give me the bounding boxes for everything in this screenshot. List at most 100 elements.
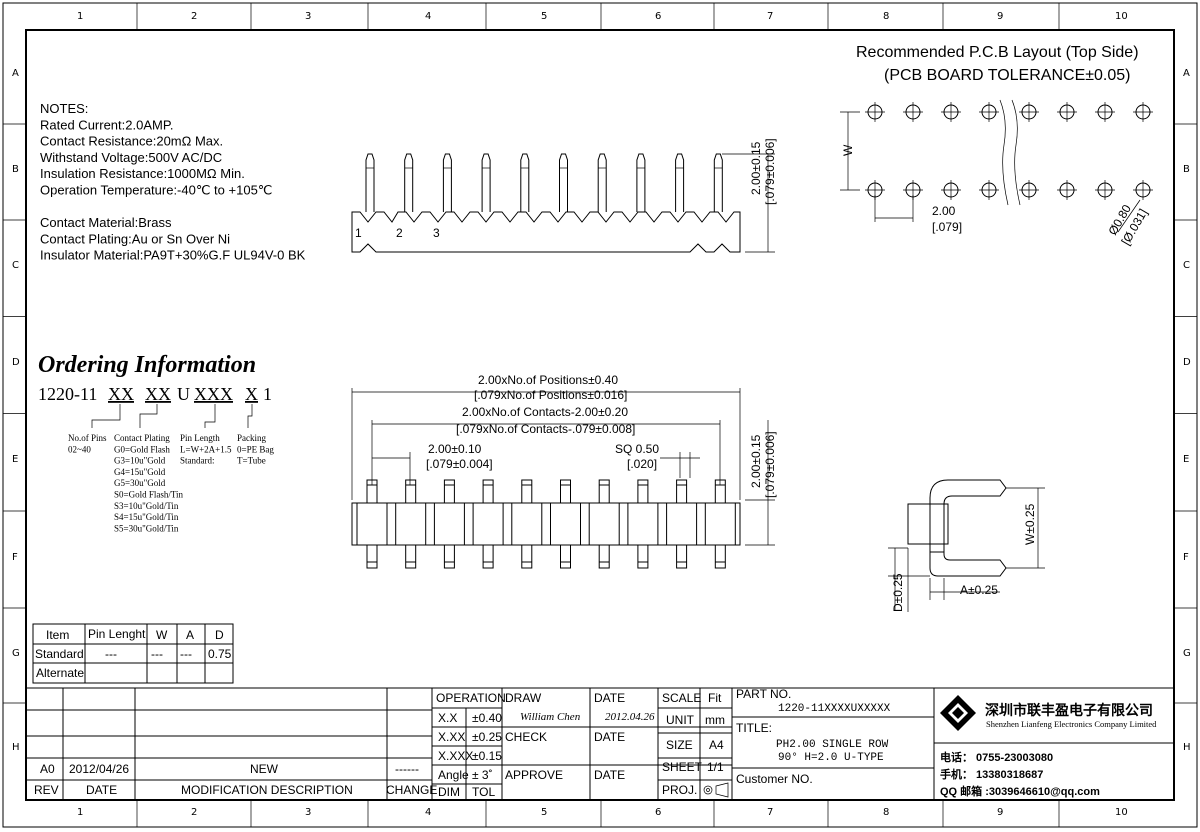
revision-change: ------	[395, 762, 419, 776]
zone-col-label: 6	[655, 807, 661, 818]
plating-legend-line: S4=15u"Gold/Tin	[114, 512, 179, 522]
notes-line: Withstand Voltage:500V AC/DC	[40, 150, 222, 165]
front-insulator	[351, 502, 741, 546]
packing-legend-line: T=Tube	[237, 456, 266, 466]
zone-row-label: B	[12, 164, 19, 175]
notes-block: NOTES:Rated Current:2.0AMP.Contact Resis…	[40, 101, 306, 263]
front-pin	[637, 479, 649, 569]
code-part-packing: X	[245, 384, 258, 404]
front-cell	[433, 502, 465, 546]
notes-line: Insulator Material:PA9T+30%G.F UL94V-0 B…	[40, 248, 306, 263]
proj-label: PROJ.	[662, 783, 697, 797]
zone-col-label: 3	[305, 11, 311, 22]
zone-row-label: D	[12, 357, 20, 368]
zone-col-label: 6	[655, 11, 661, 22]
pcb-hole-center	[1019, 180, 1039, 200]
side-pin-label-1: 1	[355, 226, 362, 240]
check-date-label: DATE	[594, 730, 625, 744]
zone-col-label: 5	[541, 11, 547, 22]
side-pin	[636, 153, 646, 212]
tol-value: ±0.25	[472, 730, 502, 744]
side-pin	[597, 153, 607, 212]
side-pin	[481, 153, 491, 212]
side-view: 1 2 3 2.00±0.15 [.079±0.006]	[351, 138, 777, 253]
company-name-en: Shenzhen Lianfeng Electronics Company Li…	[986, 719, 1157, 729]
sheet-value: 1/1	[707, 760, 724, 774]
front-cell	[356, 502, 388, 546]
front-cell	[550, 502, 581, 546]
zone-col-label: 1	[77, 807, 83, 818]
front-cell	[395, 502, 427, 546]
zone-col-label: 9	[997, 11, 1003, 22]
zone-col-label: 10	[1115, 807, 1128, 818]
pcb-w-label: W	[841, 144, 855, 156]
zone-col-label: 2	[191, 11, 197, 22]
pcb-hole-center	[1057, 180, 1077, 200]
side-pin	[404, 153, 414, 212]
revision-block: A0 2012/04/26 NEW ------ REV DATE MODIFI…	[26, 687, 437, 800]
pin-table-standard: Standard	[35, 647, 84, 661]
zone-col-label: 5	[541, 807, 547, 818]
approve-date-label: DATE	[594, 768, 625, 782]
draw-date-label: DATE	[594, 691, 625, 705]
detail-a-dim: A±0.25	[960, 583, 998, 597]
revision-header-rev: REV	[34, 783, 59, 797]
code-part-plating: XX	[145, 384, 171, 404]
front-pitch-in: [.079±0.004]	[426, 457, 493, 471]
pcb-pitch: 2.00	[932, 204, 956, 218]
tol-dim: Angle	[438, 768, 469, 782]
zone-row-label: C	[12, 260, 19, 271]
ordering-information: Ordering Information 1220-11 XX XX U XXX…	[38, 352, 274, 533]
revision-rev: A0	[40, 762, 55, 776]
front-height-dim: 2.00±0.15	[749, 434, 763, 488]
company-mobile: 手机： 13380318687	[940, 767, 1043, 781]
front-pin	[676, 479, 688, 569]
detail-w-dim: W±0.25	[1023, 503, 1037, 545]
inner-border	[25, 29, 1175, 801]
front-pin	[560, 479, 571, 569]
pcb-hole-center	[1095, 180, 1115, 200]
projection-symbol-icon	[703, 782, 729, 798]
detail-d-dim: D±0.25	[891, 573, 905, 612]
plating-legend-line: G4=15u"Gold	[114, 467, 166, 477]
scale-value: Fit	[708, 691, 722, 705]
pin-table-standard-length: ---	[105, 647, 117, 661]
notes-line: Contact Material:Brass	[40, 215, 172, 230]
front-pin	[405, 479, 417, 569]
zone-col-label: 3	[305, 807, 311, 818]
pcb-hole-center	[979, 180, 999, 200]
plating-legend-line: G3=10u"Gold	[114, 456, 166, 466]
scale-label: SCALE	[662, 691, 701, 705]
pcb-subtitle: (PCB BOARD TOLERANCE±0.05)	[884, 67, 1130, 84]
side-pin	[713, 153, 723, 212]
zone-row-label: F	[12, 552, 18, 563]
front-pin	[521, 479, 533, 569]
front-height-dim-in: [.079±0.006]	[763, 431, 777, 498]
draw-date: 2012.04.26	[605, 711, 655, 723]
plating-legend-line: S5=30u"Gold/Tin	[114, 523, 179, 533]
zone-row-label: G	[1183, 648, 1191, 659]
pin-length-table: Item Pin Lenght W A D Standard --- --- -…	[32, 623, 234, 684]
front-pin	[366, 479, 378, 569]
zone-row-label: D	[1183, 357, 1191, 368]
notes: NOTES:Rated Current:2.0AMP.Contact Resis…	[40, 101, 306, 263]
zone-col-label: 9	[997, 807, 1003, 818]
front-cell	[704, 502, 736, 546]
notes-line: NOTES:	[40, 101, 88, 116]
pcb-title: Recommended P.C.B Layout (Top Side)	[856, 44, 1139, 61]
pcb-hole-center	[1133, 102, 1153, 122]
size-label: SIZE	[666, 738, 693, 752]
revision-desc: NEW	[250, 762, 279, 776]
zone-col-label: 8	[883, 11, 889, 22]
length-legend-line: Standard:	[180, 456, 215, 466]
title-label: TITLE:	[736, 721, 772, 735]
plating-legend-line: Contact Plating	[114, 433, 170, 443]
zone-row-label: A	[12, 68, 19, 79]
customer-no-label: Customer NO.	[736, 772, 813, 786]
pcb-hole-center	[1133, 180, 1153, 200]
front-dim-positions-in: [.079xNo.of Positions±0.016]	[474, 388, 627, 402]
length-legend-line: Pin Length	[180, 433, 220, 443]
pin-table-alternate: Alternate	[36, 666, 84, 680]
